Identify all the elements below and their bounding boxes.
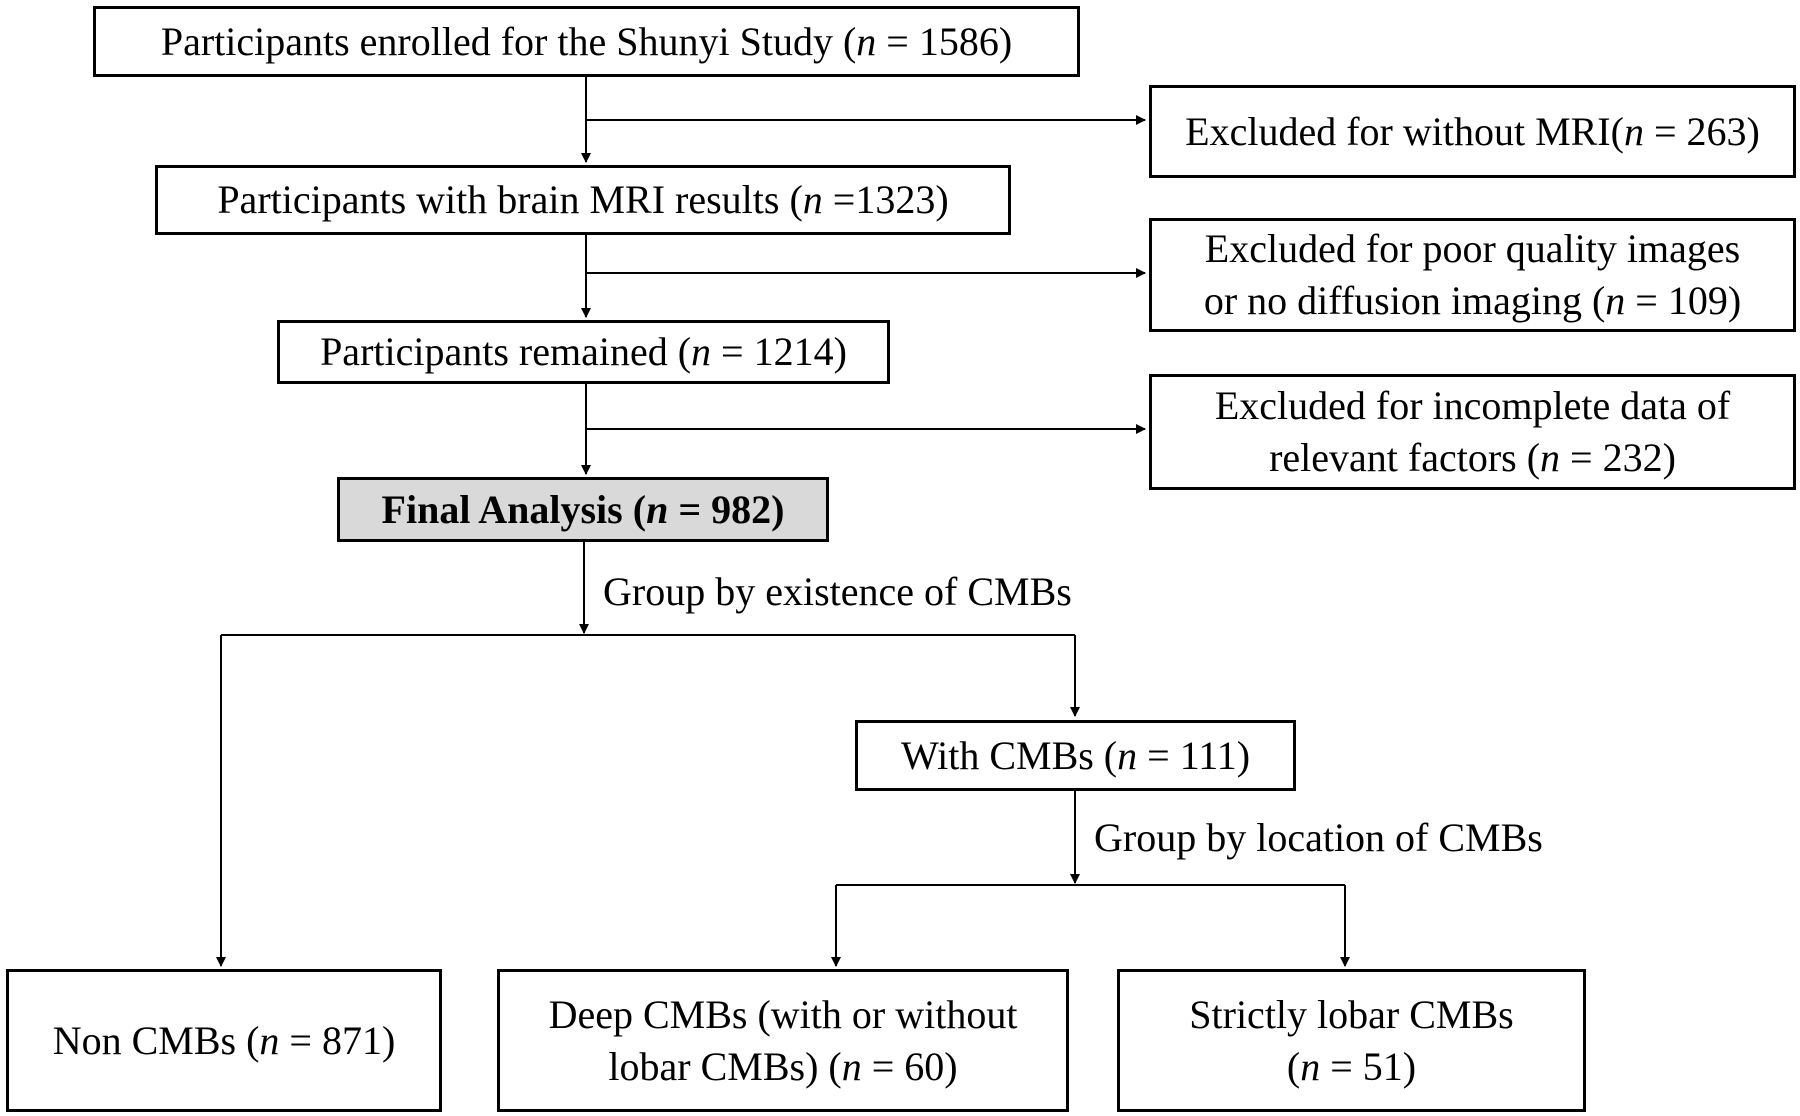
node-text-line: Participants with brain MRI results (n =… bbox=[217, 174, 948, 226]
node-text-line: Excluded for incomplete data of bbox=[1215, 380, 1730, 432]
text-segment: Participants remained ( bbox=[320, 329, 692, 374]
node-text-line: Participants enrolled for the Shunyi Stu… bbox=[161, 16, 1012, 68]
node-text: With CMBs (n = 111) bbox=[901, 730, 1250, 782]
n-symbol: n bbox=[1300, 1043, 1321, 1089]
text-segment: Excluded for without MRI( bbox=[1185, 108, 1624, 154]
n-symbol: n bbox=[841, 1043, 862, 1089]
text-segment: Participants with brain MRI results ( bbox=[217, 177, 803, 222]
n-symbol: n bbox=[646, 486, 669, 532]
node-enrolled: Participants enrolled for the Shunyi Stu… bbox=[93, 6, 1080, 77]
node-text: Final Analysis (n = 982) bbox=[382, 484, 785, 536]
node-text: Participants with brain MRI results (n =… bbox=[217, 174, 948, 226]
node-excluded-without-mri: Excluded for without MRI(n = 263) bbox=[1149, 85, 1796, 178]
text-segment: Strictly lobar CMBs bbox=[1189, 991, 1514, 1037]
node-text: Participants remained (n = 1214) bbox=[320, 326, 847, 378]
n-symbol: n bbox=[1117, 732, 1138, 778]
node-text-line: relevant factors (n = 232) bbox=[1215, 432, 1730, 484]
text-segment: relevant factors ( bbox=[1269, 435, 1541, 480]
text-segment: = 871) bbox=[279, 1017, 396, 1063]
text-segment: =1323) bbox=[822, 177, 949, 222]
n-symbol: n bbox=[691, 329, 712, 374]
node-text-line: Deep CMBs (with or without bbox=[549, 989, 1018, 1041]
node-non-cmbs: Non CMBs (n = 871) bbox=[6, 969, 442, 1112]
text-segment: Excluded for poor quality images bbox=[1204, 226, 1741, 271]
text-segment: ( bbox=[1286, 1043, 1301, 1089]
node-text: Non CMBs (n = 871) bbox=[53, 1015, 396, 1067]
n-symbol: n bbox=[1605, 278, 1626, 323]
node-text: Excluded for without MRI(n = 263) bbox=[1185, 106, 1760, 158]
node-text-line: Excluded for without MRI(n = 263) bbox=[1185, 106, 1760, 158]
text-segment: Final Analysis ( bbox=[381, 486, 647, 532]
node-text-line: Excluded for poor quality images bbox=[1204, 223, 1741, 275]
label-group-by-existence: Group by existence of CMBs bbox=[603, 569, 1072, 614]
node-strictly-lobar-cmbs: Strictly lobar CMBs(n = 51) bbox=[1117, 969, 1586, 1112]
text-segment: = 109) bbox=[1625, 278, 1742, 323]
n-symbol: n bbox=[856, 18, 877, 64]
node-text-line: or no diffusion imaging (n = 109) bbox=[1204, 275, 1741, 327]
node-text: Participants enrolled for the Shunyi Stu… bbox=[161, 16, 1012, 68]
node-remained: Participants remained (n = 1214) bbox=[277, 320, 890, 384]
label-group-by-location: Group by location of CMBs bbox=[1094, 815, 1543, 860]
text-segment: = 51) bbox=[1320, 1043, 1417, 1089]
node-with-cmbs: With CMBs (n = 111) bbox=[855, 720, 1296, 791]
text-segment: Non CMBs ( bbox=[52, 1017, 260, 1063]
node-text-line: Non CMBs (n = 871) bbox=[53, 1015, 396, 1067]
text-segment: or no diffusion imaging ( bbox=[1203, 278, 1606, 323]
text-segment: = 1214) bbox=[711, 329, 847, 374]
node-text-line: (n = 51) bbox=[1189, 1041, 1513, 1093]
text-segment: With CMBs ( bbox=[900, 732, 1118, 778]
node-final-analysis: Final Analysis (n = 982) bbox=[337, 477, 829, 542]
text-segment: = 263) bbox=[1643, 108, 1760, 154]
text-segment: = 1586) bbox=[876, 18, 1013, 64]
text-segment: = 982) bbox=[668, 486, 785, 532]
text-segment: = 232) bbox=[1560, 435, 1676, 480]
node-text: Strictly lobar CMBs(n = 51) bbox=[1189, 989, 1513, 1093]
node-text-line: Final Analysis (n = 982) bbox=[382, 484, 785, 536]
text-segment: Participants enrolled for the Shunyi Stu… bbox=[160, 18, 857, 64]
text-segment: lobar CMBs) ( bbox=[608, 1043, 842, 1089]
node-text-line: Participants remained (n = 1214) bbox=[320, 326, 847, 378]
node-text-line: lobar CMBs) (n = 60) bbox=[549, 1041, 1018, 1093]
node-text-line: Strictly lobar CMBs bbox=[1189, 989, 1513, 1041]
text-segment: Excluded for incomplete data of bbox=[1214, 383, 1731, 428]
node-brain-mri: Participants with brain MRI results (n =… bbox=[155, 165, 1011, 235]
n-symbol: n bbox=[802, 177, 823, 222]
text-segment: = 60) bbox=[861, 1043, 958, 1089]
text-segment: Deep CMBs (with or without bbox=[548, 991, 1018, 1037]
node-text-line: With CMBs (n = 111) bbox=[901, 730, 1250, 782]
n-symbol: n bbox=[259, 1017, 280, 1063]
n-symbol: n bbox=[1540, 435, 1561, 480]
text-segment: = 111) bbox=[1137, 732, 1251, 778]
n-symbol: n bbox=[1623, 108, 1644, 154]
